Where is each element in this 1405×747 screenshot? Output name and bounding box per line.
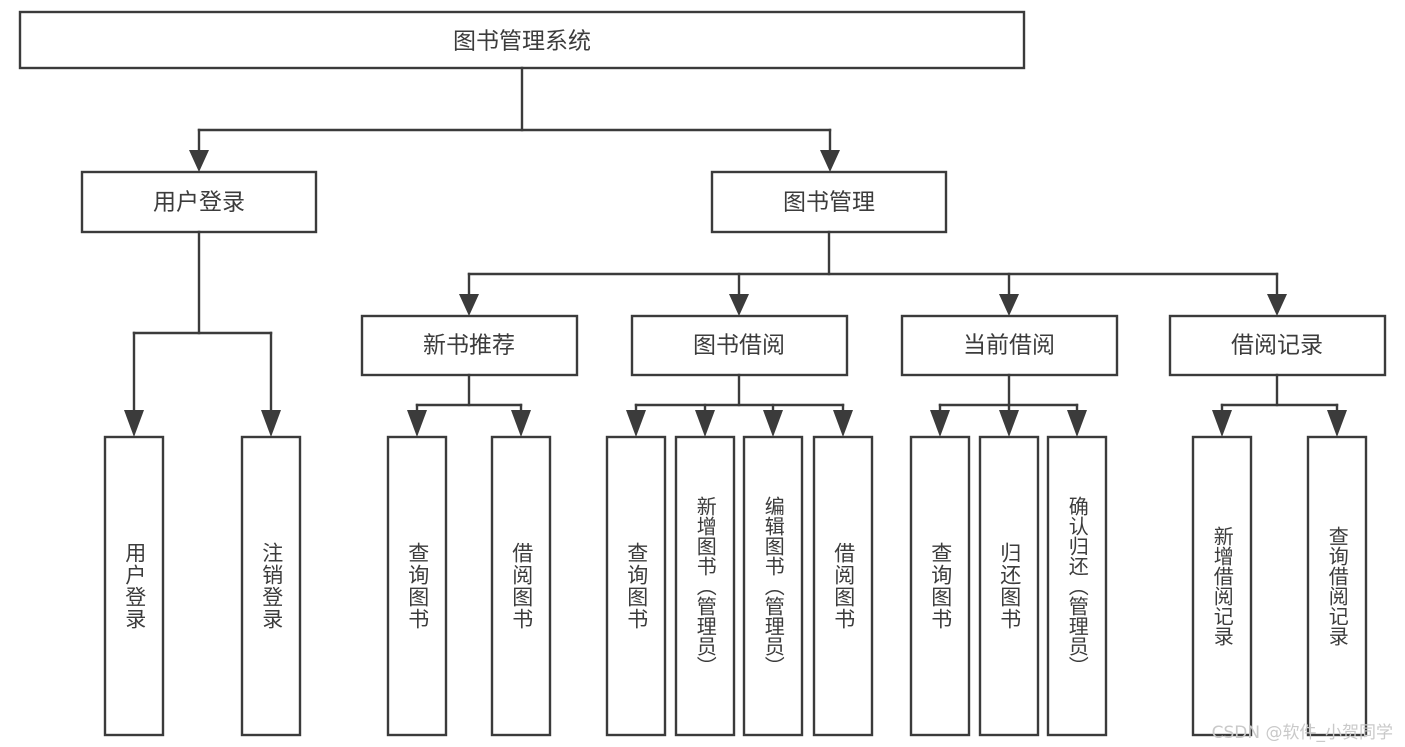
node-current-borrow-box[interactable] — [900, 314, 1119, 377]
node-new-book-recommend-label: 新书推荐 — [423, 333, 515, 359]
arrow-head-icon — [999, 410, 1019, 437]
connector-user-login-to-leaves — [124, 230, 281, 437]
arrow-head-icon — [459, 294, 479, 316]
arrow-head-icon — [511, 410, 531, 437]
node-user-login[interactable]: 用户登录 — [80, 170, 318, 234]
leaf-box-borrow-book-2[interactable] — [812, 435, 874, 737]
node-current-borrow-label: 当前借阅 — [963, 333, 1055, 359]
arrow-head-icon — [261, 410, 281, 437]
arrow-head-icon — [820, 150, 840, 172]
leaf-box-user-login[interactable] — [103, 435, 165, 737]
arrow-head-icon — [1267, 294, 1287, 316]
node-user-login-box[interactable] — [80, 170, 318, 234]
arrow-head-icon — [999, 294, 1019, 316]
arrow-head-icon — [1067, 410, 1087, 437]
arrow-head-icon — [407, 410, 427, 437]
connector-book-management-to-level3 — [459, 230, 1287, 316]
node-new-book-recommend-box[interactable] — [360, 314, 579, 377]
connector-new-book-recommend-to-leaves — [407, 373, 531, 437]
leaf-box-return-book[interactable] — [978, 435, 1040, 737]
node-borrow-record-label: 借阅记录 — [1231, 333, 1323, 359]
arrow-head-icon — [695, 410, 715, 437]
arrow-head-icon — [1212, 410, 1232, 437]
node-book-management[interactable]: 图书管理 — [710, 170, 948, 234]
node-user-login-label: 用户登录 — [153, 190, 245, 216]
leaf-box-borrow-book-1[interactable] — [490, 435, 552, 737]
arrow-head-icon — [626, 410, 646, 437]
arrow-head-icon — [729, 294, 749, 316]
node-new-book-recommend[interactable]: 新书推荐 — [360, 314, 579, 377]
leaf-box-query-book-3[interactable] — [909, 435, 971, 737]
node-book-borrow-label: 图书借阅 — [693, 333, 785, 359]
node-current-borrow[interactable]: 当前借阅 — [900, 314, 1119, 377]
node-root[interactable]: 图书管理系统 — [18, 10, 1026, 70]
node-book-management-label: 图书管理 — [783, 190, 875, 216]
arrow-head-icon — [189, 150, 209, 172]
leaf-box-logout-login[interactable] — [240, 435, 302, 737]
arrow-head-icon — [124, 410, 144, 437]
arrow-head-icon — [763, 410, 783, 437]
arrow-head-icon — [833, 410, 853, 437]
connector-current-borrow-to-leaves — [930, 373, 1087, 437]
node-book-borrow[interactable]: 图书借阅 — [630, 314, 849, 377]
node-root-box[interactable] — [18, 10, 1026, 70]
leaf-box-confirm-return[interactable] — [1046, 435, 1108, 737]
leaf-box-query-book-1[interactable] — [386, 435, 448, 737]
connector-book-borrow-to-leaves — [626, 373, 853, 437]
arrow-head-icon — [930, 410, 950, 437]
leaf-box-edit-book[interactable] — [742, 435, 804, 737]
leaf-box-add-book[interactable] — [674, 435, 736, 737]
node-root-label: 图书管理系统 — [453, 29, 591, 55]
arrow-head-icon — [1327, 410, 1347, 437]
leaf-box-add-record[interactable] — [1191, 435, 1253, 737]
connector-root-to-level2 — [189, 66, 840, 172]
connector-borrow-record-to-leaves — [1212, 373, 1347, 437]
leaf-box-query-book-2[interactable] — [605, 435, 667, 737]
node-borrow-record[interactable]: 借阅记录 — [1168, 314, 1387, 377]
leaf-box-query-record[interactable] — [1306, 435, 1368, 737]
